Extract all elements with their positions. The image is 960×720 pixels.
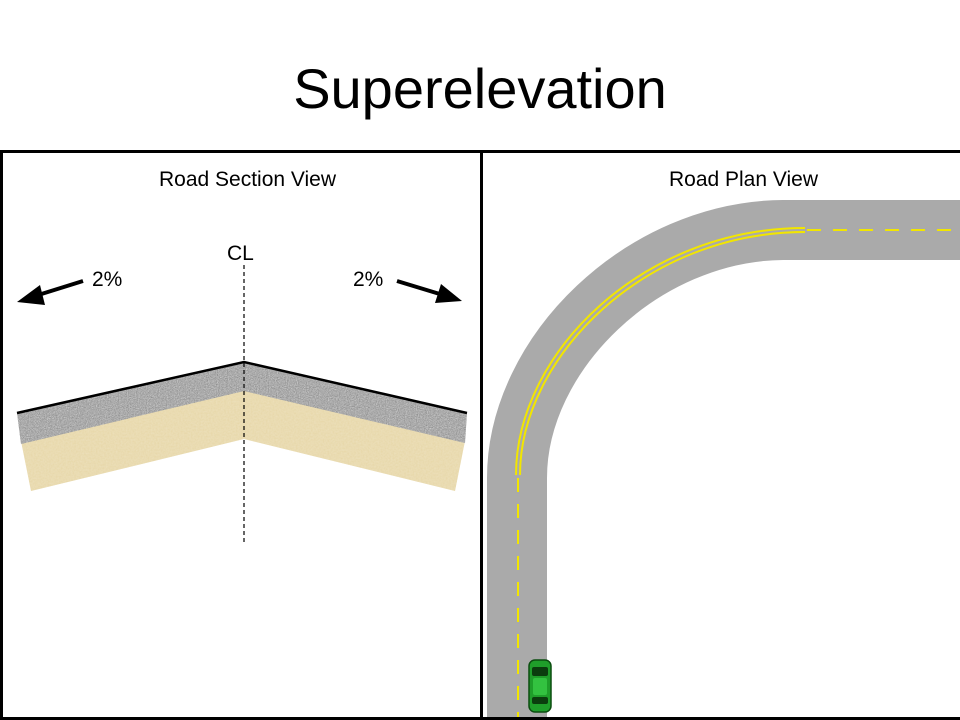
slide-title: Superelevation bbox=[293, 57, 667, 120]
curve-centerline-inner bbox=[519, 231, 806, 476]
road-plan-view-panel: Road Plan View bbox=[480, 150, 960, 720]
base-layer-right bbox=[244, 390, 465, 491]
centerline-label: CL bbox=[227, 242, 254, 265]
curved-road bbox=[487, 200, 960, 717]
right-slope-label: 2% bbox=[353, 268, 384, 291]
left-slope-label: 2% bbox=[92, 268, 123, 291]
road-section-view-panel: Road Section View bbox=[0, 150, 483, 720]
curve-centerline-outer bbox=[515, 227, 806, 476]
car-icon bbox=[528, 659, 552, 713]
plan-view-heading: Road Plan View bbox=[668, 168, 819, 191]
asphalt-texture bbox=[17, 362, 467, 444]
section-view-heading: Road Section View bbox=[158, 168, 337, 191]
section-view-drawing bbox=[16, 265, 468, 545]
left-slope-arrow bbox=[17, 279, 84, 305]
plan-view-drawing bbox=[487, 200, 960, 717]
right-slope-arrow bbox=[396, 279, 462, 303]
road-crown-surface bbox=[16, 360, 468, 415]
base-layer-left bbox=[21, 390, 244, 491]
